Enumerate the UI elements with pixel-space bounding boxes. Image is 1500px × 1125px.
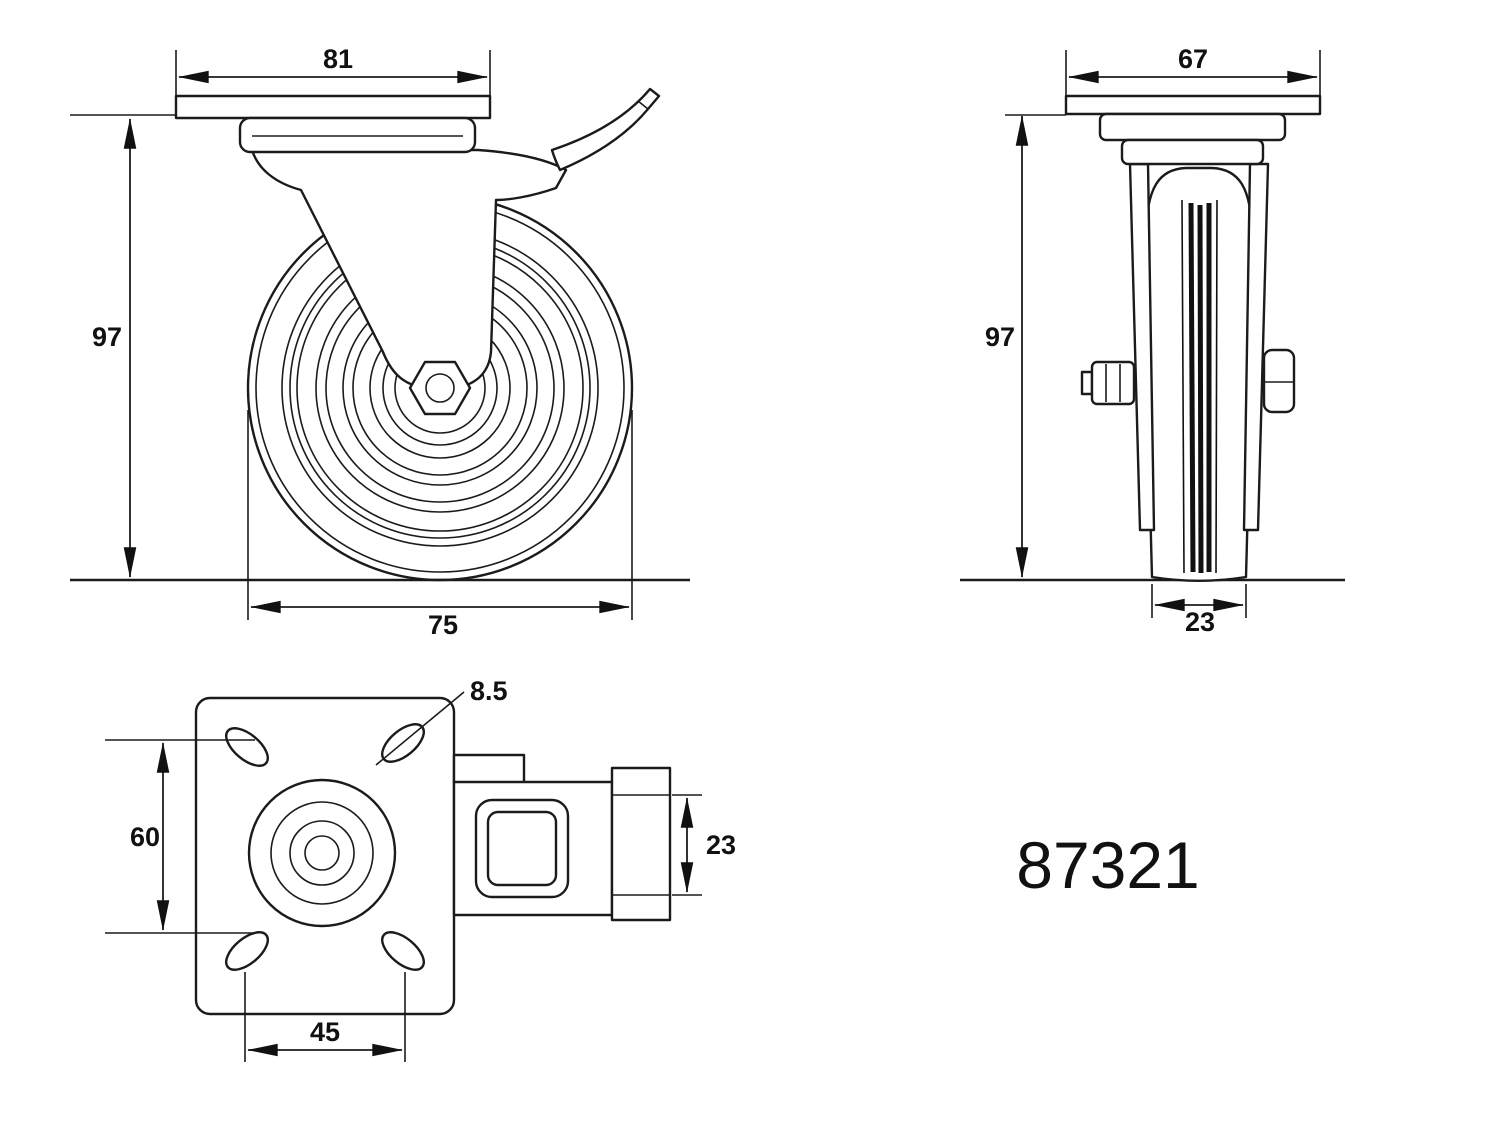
dimension-plate-width-front: 67 (1065, 44, 1321, 100)
dimension-height-side: 97 (92, 118, 137, 578)
dim-front-height: 97 (985, 322, 1015, 352)
dimension-brake-width: 23 (672, 794, 736, 896)
swivel-raceway (238, 116, 477, 154)
dimension-hole-pitch-vertical: 60 (105, 739, 255, 934)
side-view: 81 97 75 (70, 44, 690, 640)
dimension-height-front: 97 (985, 115, 1029, 578)
dim-brake-width: 23 (706, 830, 736, 860)
mounting-plate (174, 94, 492, 120)
dim-side-height: 97 (92, 322, 122, 352)
dim-wheel-width: 23 (1185, 607, 1215, 637)
front-view: 67 97 23 (960, 44, 1345, 637)
bolt-slot-bottom-right (381, 931, 425, 971)
swivel-bearing-ring (289, 820, 355, 886)
dimension-plate-width-side: 81 (175, 44, 491, 100)
brake-body-top (452, 780, 614, 917)
dim-hole-pitch-horizontal: 45 (310, 1017, 340, 1047)
axle-nut-front (1090, 360, 1136, 406)
brake-pedal-top (610, 766, 672, 922)
tread-line (1188, 202, 1196, 573)
dimension-hole-diameter: 8.5 (375, 676, 508, 766)
axle-hex-nut (408, 360, 472, 416)
brake-inner-pad (486, 810, 558, 887)
brake-mount-tab (452, 753, 526, 785)
swivel-neck (1120, 138, 1265, 166)
swivel-bearing-ring (247, 778, 397, 928)
axle-stub (1080, 370, 1094, 396)
dim-front-plate-width: 67 (1178, 44, 1208, 74)
top-view: 8.5 60 45 23 (105, 676, 736, 1062)
dimension-hole-pitch-horizontal: 45 (244, 972, 406, 1062)
axle-center-hole (425, 373, 455, 403)
tread-line (1197, 204, 1204, 574)
swivel-bearing-ring (304, 835, 340, 871)
tread-line (1181, 199, 1185, 574)
fork-leg-right (1242, 162, 1270, 532)
part-number: 87321 (1016, 828, 1200, 902)
swivel-housing (1098, 112, 1287, 142)
mounting-plate-top (194, 696, 456, 1016)
brake-tab-front (1262, 348, 1296, 414)
brake-pedal (550, 87, 661, 172)
dim-wheel-diameter: 75 (428, 610, 458, 640)
brake-pedal-notch (637, 100, 649, 110)
tread-line (1215, 199, 1218, 574)
mounting-plate-front (1064, 94, 1322, 116)
dimension-wheel-width: 23 (1151, 584, 1247, 637)
bolt-slot-top-left (225, 727, 269, 767)
dim-hole-diameter: 8.5 (470, 676, 508, 706)
dim-side-plate-width: 81 (323, 44, 353, 74)
swivel-bearing-ring (270, 801, 374, 905)
dimension-wheel-diameter: 75 (247, 410, 633, 640)
dim-hole-pitch-vertical: 60 (130, 822, 160, 852)
brake-inner-frame (474, 798, 570, 899)
bolt-slot-bottom-left (225, 931, 269, 971)
swivel-fork (250, 148, 568, 389)
